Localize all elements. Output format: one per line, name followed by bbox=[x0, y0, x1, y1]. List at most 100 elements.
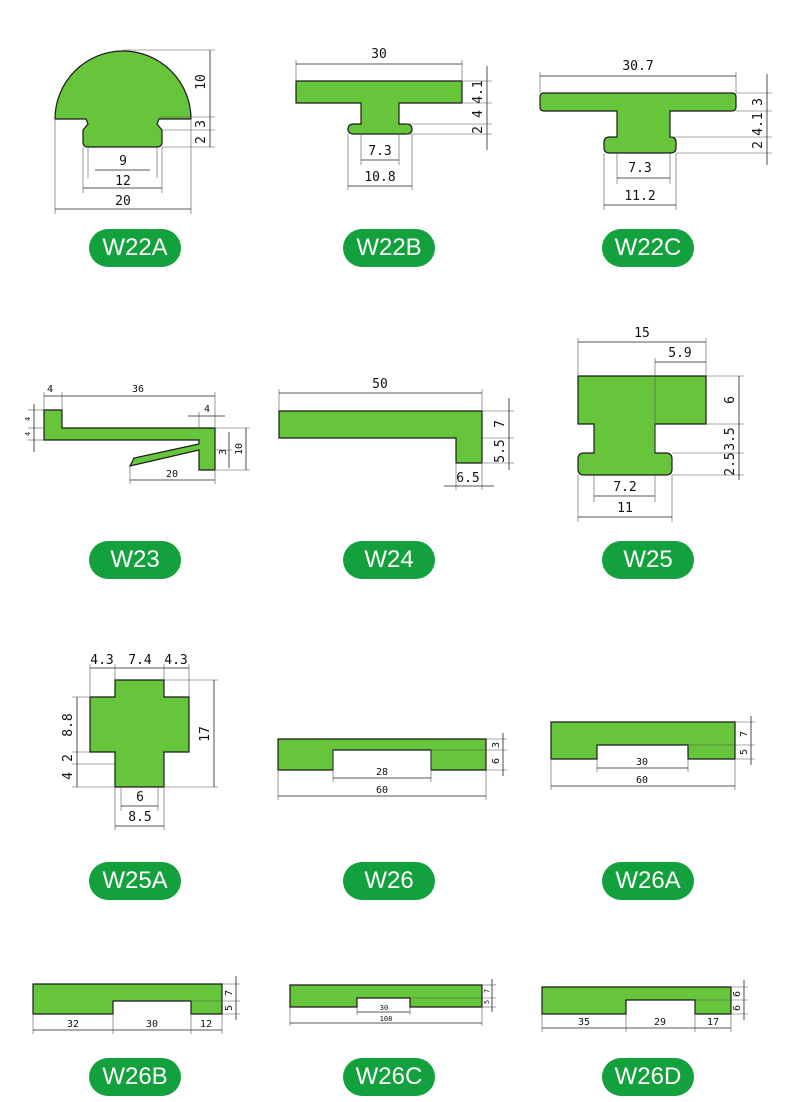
badge-w23: W23 bbox=[89, 541, 181, 579]
w26c-dim-top: 5 bbox=[483, 1000, 491, 1004]
profile-w25-shape bbox=[577, 375, 707, 476]
badge-w22b: W22B bbox=[343, 229, 435, 267]
w25-dim-top: 6 bbox=[723, 396, 738, 404]
profile-w24: 50 7 5.5 6.5 bbox=[278, 377, 514, 490]
badge-w24: W24 bbox=[343, 541, 435, 579]
profile-w22c: 30.7 3 4.1 2 7.3 11.2 bbox=[539, 59, 772, 210]
w26c-dim-groove: 30 bbox=[380, 1004, 388, 1012]
w22a-dim-height: 10 bbox=[194, 74, 209, 90]
w22c-dim-neck-width: 7.3 bbox=[628, 161, 651, 176]
profile-w22b-shape bbox=[295, 80, 463, 135]
w24-dim-length: 50 bbox=[372, 377, 388, 392]
w25-dim-neck-width: 7.2 bbox=[613, 480, 636, 495]
w26d-dim-groove: 29 bbox=[654, 1017, 666, 1028]
w22c-dim-width: 30.7 bbox=[622, 59, 653, 74]
w25a-dim-stem-inner: 6 bbox=[136, 790, 144, 805]
w26-dim-groove: 28 bbox=[376, 767, 388, 778]
profile-w22b: 30 4.1 4 2 7.3 10.8 bbox=[295, 47, 492, 190]
w25-dim-foot: 2.5 bbox=[723, 452, 738, 475]
w25a-dim-right-wing: 4.3 bbox=[164, 653, 187, 668]
w22a-dim-neck: 9 bbox=[119, 154, 127, 169]
w22a-dim-slot-depth: 3 bbox=[194, 120, 209, 128]
w25-dim-wing: 5.9 bbox=[668, 346, 691, 361]
w26b-dim-height: 7 bbox=[224, 990, 235, 996]
w22b-dim-neck: 4 bbox=[471, 110, 486, 118]
w26-dim-width: 60 bbox=[376, 785, 388, 796]
w26-dim-height: 6 bbox=[491, 758, 502, 764]
w25-dim-foot-width: 11 bbox=[617, 501, 633, 516]
badge-w26a: W26A bbox=[602, 862, 694, 900]
profile-w25a: 4.3 7.4 4.3 8.8 2 4 17 6 8.5 bbox=[61, 653, 218, 830]
profile-w26: 3 6 28 60 bbox=[277, 733, 507, 800]
w22b-dim-neck-width: 7.3 bbox=[368, 144, 391, 159]
profile-w26c: 5 7 30 108 bbox=[289, 979, 496, 1026]
badge-w26c: W26C bbox=[343, 1058, 435, 1096]
w26a-dim-height: 7 bbox=[739, 731, 750, 737]
badge-w26: W26 bbox=[343, 862, 435, 900]
w25a-dim-left-wing: 4.3 bbox=[90, 653, 113, 668]
w22c-dim-foot: 2 bbox=[751, 141, 766, 149]
w24-dim-height: 7 bbox=[493, 420, 508, 428]
w22c-dim-neck: 4.1 bbox=[751, 112, 766, 135]
w22a-dim-lip: 2 bbox=[194, 136, 209, 144]
w26b-dim-left: 32 bbox=[67, 1019, 79, 1030]
w25a-dim-body: 8.8 bbox=[61, 713, 76, 736]
badge-w26d: W26D bbox=[602, 1058, 694, 1096]
w26d-dim-left: 35 bbox=[578, 1017, 590, 1028]
badge-w22c: W22C bbox=[602, 229, 694, 267]
w23-dim-left-top: 4 bbox=[24, 417, 32, 421]
w23-dim-length: 36 bbox=[132, 384, 144, 395]
w25-dim-width: 15 bbox=[634, 326, 650, 341]
w26b-dim-right: 12 bbox=[200, 1019, 212, 1030]
profile-w26b-shape bbox=[32, 983, 223, 1015]
w23-dim-tip: 3 bbox=[218, 449, 229, 455]
w26a-dim-top: 5 bbox=[739, 749, 750, 755]
w25-dim-neck: 3.5 bbox=[723, 427, 738, 450]
w26a-dim-groove: 30 bbox=[636, 757, 648, 768]
profile-w22c-shape bbox=[539, 92, 737, 154]
profile-w22a: 10 3 2 9 12 20 bbox=[54, 49, 215, 214]
w26c-dim-height: 7 bbox=[483, 989, 491, 993]
w22c-dim-foot-width: 11.2 bbox=[624, 189, 655, 204]
w22a-dim-foot: 12 bbox=[115, 174, 131, 189]
w26b-dim-top: 5 bbox=[224, 1005, 235, 1011]
w22b-dim-top: 4.1 bbox=[471, 80, 486, 103]
profile-w22a-shape bbox=[54, 50, 192, 148]
w22c-dim-top: 3 bbox=[751, 98, 766, 106]
w25a-dim-head: 7.4 bbox=[128, 653, 152, 668]
w26-dim-top: 3 bbox=[491, 742, 502, 748]
profile-w26b: 5 7 32 30 12 bbox=[32, 976, 240, 1034]
profile-w25: 15 5.9 6 3.5 2.5 7.2 11 bbox=[577, 326, 744, 522]
profile-w26a: 5 7 30 60 bbox=[550, 716, 755, 790]
w25a-dim-stem-outer: 8.5 bbox=[128, 810, 151, 825]
badge-w26b: W26B bbox=[89, 1058, 181, 1096]
profile-w23-shape bbox=[43, 409, 216, 471]
w26c-dim-width: 108 bbox=[380, 1015, 393, 1023]
badge-w22a: W22A bbox=[89, 229, 181, 267]
w22b-dim-foot: 2 bbox=[471, 126, 486, 134]
profile-w26d: 6 6 35 29 17 bbox=[541, 980, 748, 1032]
w25a-dim-height: 17 bbox=[198, 726, 213, 742]
w23-dim-lip: 4 bbox=[47, 384, 53, 395]
w23-dim-height: 10 bbox=[234, 443, 245, 455]
w26b-dim-groove: 30 bbox=[146, 1019, 158, 1030]
w22a-dim-width: 20 bbox=[115, 194, 131, 209]
profile-w26a-shape bbox=[550, 721, 736, 760]
w26d-dim-height: 6 bbox=[732, 1005, 743, 1011]
profile-w23: 4 36 4 4 4 3 10 20 bbox=[24, 384, 250, 484]
w25a-dim-stem: 4 bbox=[61, 772, 76, 780]
w23-dim-tail: 20 bbox=[166, 469, 178, 480]
w23-dim-left-bottom: 4 bbox=[24, 432, 32, 436]
w26d-dim-right: 17 bbox=[707, 1017, 719, 1028]
badge-w25: W25 bbox=[602, 541, 694, 579]
w23-dim-hook: 4 bbox=[204, 404, 210, 415]
profile-w26d-shape bbox=[541, 986, 732, 1015]
w22b-dim-foot-width: 10.8 bbox=[364, 170, 395, 185]
profile-w25a-shape bbox=[89, 679, 190, 788]
w24-dim-drop: 5.5 bbox=[493, 439, 508, 462]
w26a-dim-width: 60 bbox=[636, 775, 648, 786]
badge-w25a: W25A bbox=[89, 862, 181, 900]
w22b-dim-width: 30 bbox=[371, 47, 387, 62]
profile-w26-shape bbox=[277, 738, 487, 771]
